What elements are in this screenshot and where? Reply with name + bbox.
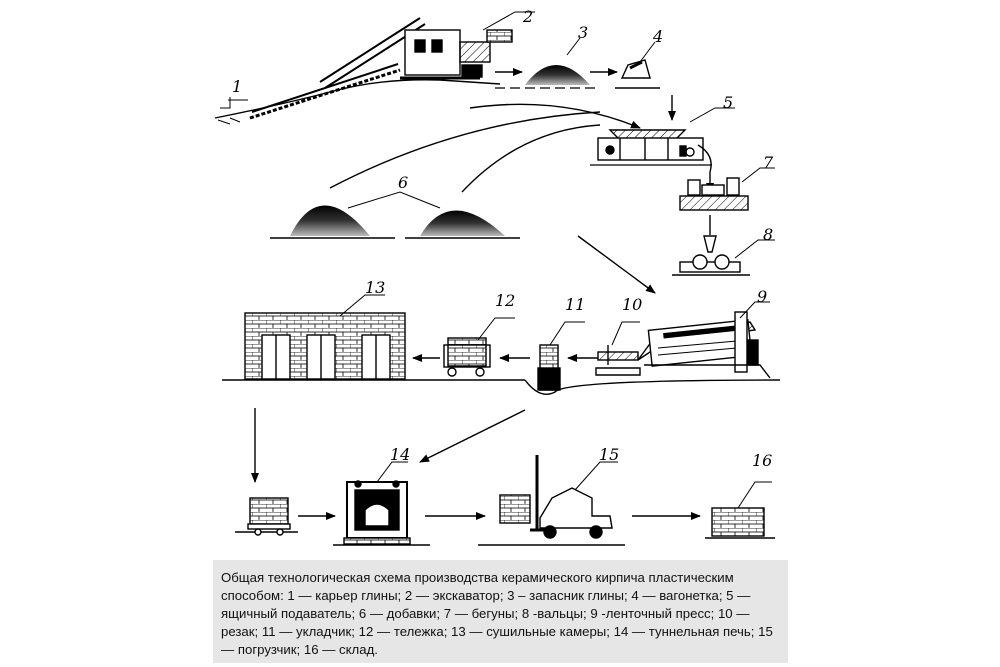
label-1-clay-quarry: 1 [232,77,242,96]
label-8-rollers: 8 [763,225,773,244]
additives-piles [270,191,520,239]
rollers [672,239,775,276]
label-13-drying-chambers: 13 [365,278,385,297]
edge-runner [679,167,775,211]
arrow-additives-to-feeder-1 [329,111,601,189]
box-feeder [590,107,735,173]
label-12-cart: 12 [495,291,515,310]
stacker [537,321,585,391]
arrow-clay-to-feeder [469,103,641,129]
tunnel-kiln [343,461,411,545]
excavator [249,17,513,120]
forklift-loader [499,455,618,539]
label-9-belt-press: 9 [757,287,767,306]
arrow-to-press [577,235,656,294]
arrow-additives-to-feeder-2 [461,124,601,193]
cart [443,317,515,377]
clay-quarry [214,79,501,125]
label-6-additives: 6 [398,173,408,192]
label-16-warehouse: 16 [752,451,772,470]
clay-storage-pile [525,65,590,85]
label-5-box-feeder: 5 [723,93,733,112]
figure-caption: Общая технологическая схема производства… [213,560,788,663]
warehouse-brick-stack [711,481,772,537]
wagon [615,59,660,89]
belt-press [637,301,771,379]
cutter [595,321,641,376]
label-10-cutter: 10 [622,295,642,314]
label-4-wagon: 4 [652,27,663,46]
label-3-clay-storage: 3 [578,23,588,42]
label-11-stacker: 11 [565,295,585,314]
production-scheme-diagram: 1 2 3 4 5 6 7 8 9 10 11 12 13 14 15 16 [214,7,781,546]
dried-brick-stack [247,497,291,536]
label-14-tunnel-kiln: 14 [390,445,410,464]
drying-chambers [244,294,406,380]
label-2-excavator: 2 [522,7,533,26]
label-7-edge-runner: 7 [763,153,774,172]
arrow-stacker-to-kiln [419,409,526,463]
arrow-excavator-to-storage [495,68,600,89]
label-15-loader: 15 [599,445,619,464]
